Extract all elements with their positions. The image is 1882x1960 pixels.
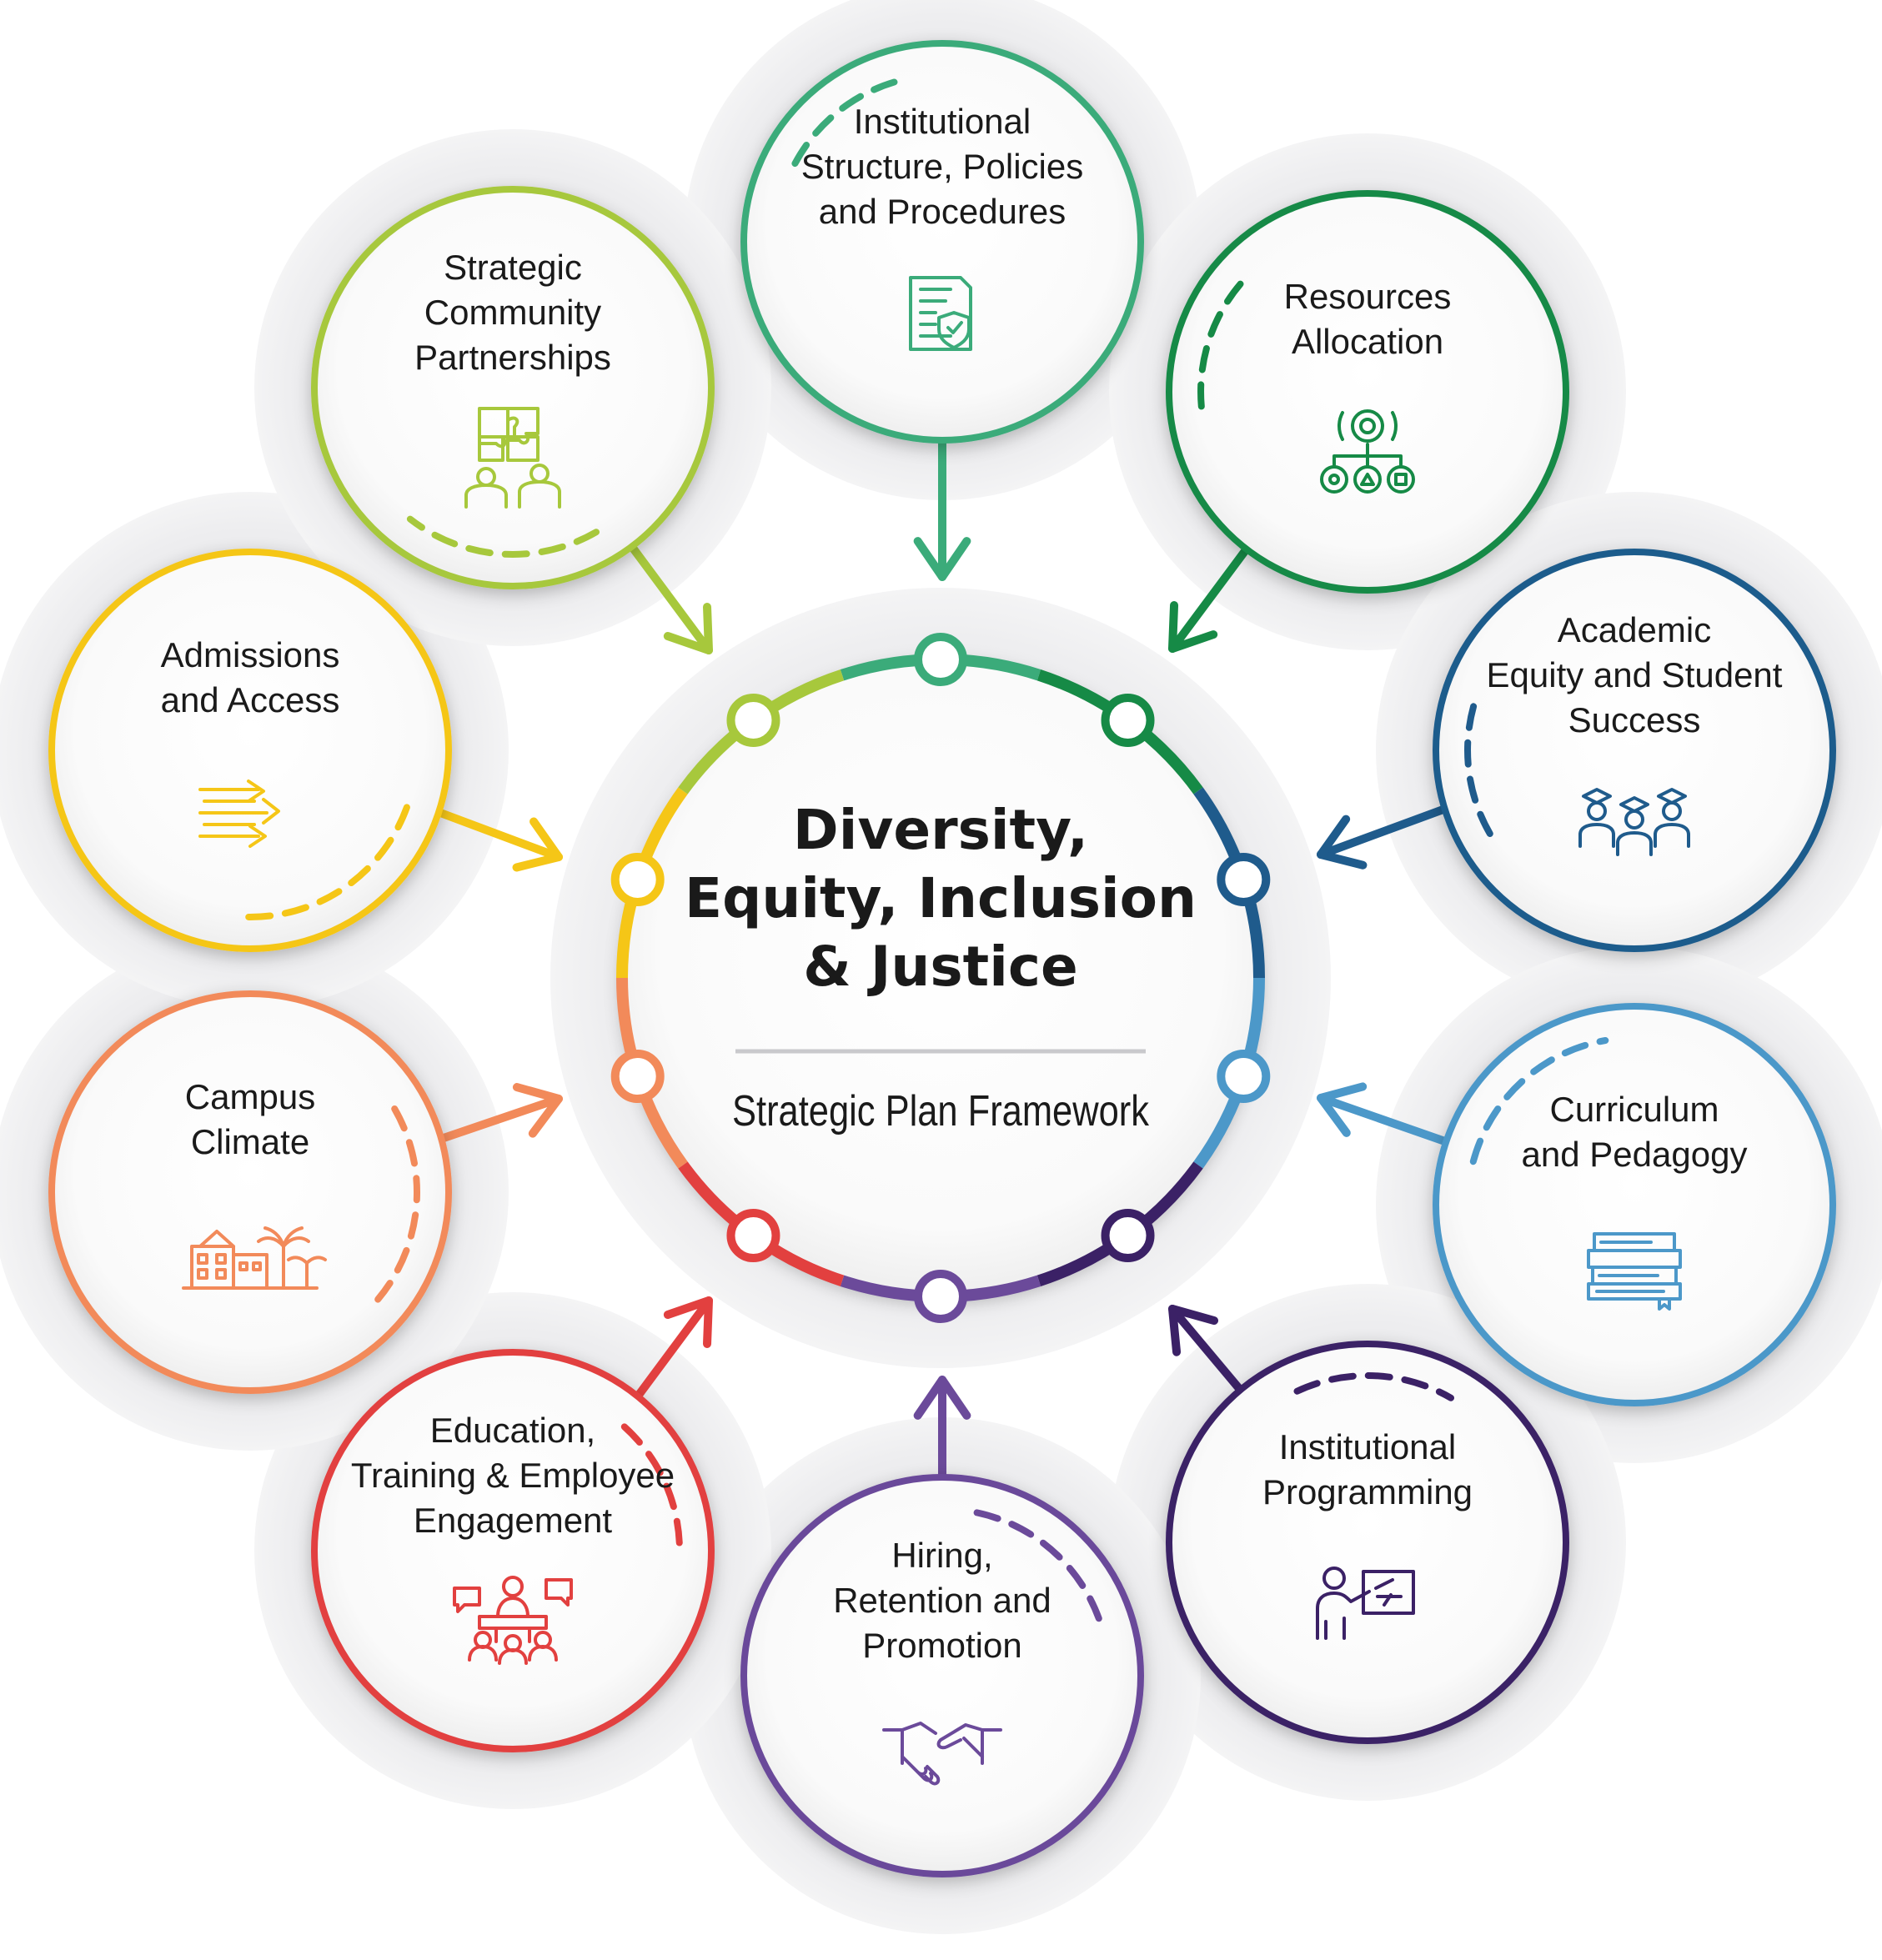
node-circle-academic-equity [1433, 549, 1836, 952]
node-dash-hiring-retention [973, 1509, 1102, 1622]
node-admissions-access: Admissions and Access [48, 549, 563, 952]
arrowhead-institutional-structure [913, 537, 971, 581]
graduates-icon [1578, 788, 1690, 856]
node-label-line-3: and Procedures [819, 192, 1066, 231]
arrowhead-hiring-retention [913, 1376, 971, 1420]
campus-building-icon [182, 1226, 327, 1290]
arrowhead-campus-climate [512, 1083, 563, 1138]
node-label-line-2: Structure, Policies [801, 147, 1083, 186]
node-label-line-2: Community [424, 293, 601, 332]
center-title-line-3: & Justice [803, 935, 1077, 999]
center-disc [620, 658, 1261, 1298]
node-circle-education-training [311, 1349, 715, 1752]
presenter-icon [1316, 1566, 1415, 1640]
handshake-icon [882, 1722, 1002, 1786]
books-icon [1587, 1232, 1682, 1311]
node-label-line-2: Allocation [1292, 322, 1443, 361]
node-label-line-2: Climate [191, 1122, 309, 1161]
node-circle-community-partnerships [311, 186, 715, 589]
center-dot-institutional-programming [1101, 1209, 1155, 1263]
node-label-line-2: Training & Employee [351, 1456, 675, 1495]
node-circle-curriculum-pedagogy [1433, 1003, 1836, 1406]
node-label-line-3: Promotion [862, 1626, 1021, 1665]
node-circle-admissions-access [48, 549, 452, 952]
node-label-line-2: Equity and Student [1487, 655, 1783, 694]
center-dot-education-training [726, 1209, 780, 1263]
center-dot-community-partnerships [726, 693, 780, 747]
node-circle-campus-climate [48, 990, 452, 1394]
node-label-line-3: Success [1568, 700, 1701, 739]
node-dash-community-partnerships [406, 515, 600, 558]
node-dash-education-training [620, 1423, 683, 1554]
arrowhead-admissions-access [512, 817, 563, 872]
center-connector-dots [610, 633, 1271, 1323]
gear-hierarchy-icon [1320, 409, 1415, 494]
node-circle-resources-allocation [1166, 190, 1569, 594]
node-dash-academic-equity [1464, 689, 1493, 837]
node-label-line-2: and Pedagogy [1522, 1135, 1748, 1174]
center-title-line-2: Equity, Inclusion [685, 866, 1197, 930]
node-label-line-1: Campus [185, 1077, 315, 1116]
node-circle-hiring-retention [740, 1474, 1144, 1877]
node-dash-resources-allocation [1197, 277, 1247, 410]
node-label-line-1: Academic [1558, 610, 1711, 649]
arrowhead-curriculum-pedagogy [1317, 1082, 1368, 1137]
center-dot-campus-climate [610, 1050, 665, 1104]
node-dash-admissions-access [232, 804, 410, 920]
meeting-icon [453, 1576, 573, 1665]
node-circle-institutional-structure [740, 40, 1144, 444]
node-label-line-2: and Access [161, 680, 340, 719]
document-shield-icon [909, 276, 972, 351]
node-label-line-1: Resources [1284, 277, 1452, 316]
center-title-line-1: Diversity, [793, 798, 1088, 862]
node-label-line-1: Institutional [854, 102, 1031, 141]
arrow-curriculum-pedagogy [1317, 1094, 1463, 1150]
center-subtitle: Strategic Plan Framework [732, 1087, 1150, 1135]
center-dot-institutional-structure [914, 633, 967, 686]
center-dot-academic-equity [1217, 852, 1271, 906]
arrows-right-icon [198, 779, 280, 848]
node-label-line-1: Admissions [161, 635, 340, 674]
node-curriculum-pedagogy: Curriculum and Pedagogy [1317, 1003, 1836, 1406]
center-dot-hiring-retention [914, 1270, 967, 1323]
arrowhead-academic-equity [1317, 815, 1368, 870]
node-label-line-3: Engagement [414, 1501, 613, 1540]
node-label-line-2: Programming [1262, 1472, 1473, 1511]
center-dot-resources-allocation [1101, 693, 1155, 747]
node-label-line-2: Retention and [833, 1581, 1051, 1620]
node-label-line-1: Hiring, [891, 1536, 992, 1575]
arrowhead-education-training [663, 1296, 713, 1348]
node-label-line-1: Curriculum [1549, 1090, 1719, 1129]
center-hub: Diversity, Equity, Inclusion & Justice S… [550, 588, 1331, 1368]
center-dot-curriculum-pedagogy [1217, 1050, 1271, 1104]
node-label-line-1: Institutional [1279, 1427, 1456, 1466]
node-label-line-1: Education, [430, 1411, 595, 1450]
puzzle-people-icon [464, 407, 561, 509]
node-dash-institutional-structure [791, 75, 911, 168]
node-dash-curriculum-pedagogy [1469, 1037, 1609, 1165]
center-dot-admissions-access [610, 852, 665, 906]
arrowhead-institutional-programming [1168, 1305, 1219, 1356]
node-dash-institutional-programming [1293, 1372, 1454, 1401]
node-circle-institutional-programming [1166, 1341, 1569, 1744]
node-label-line-1: Strategic [444, 248, 582, 287]
node-label-line-3: Partnerships [414, 338, 611, 377]
arrowhead-resources-allocation [1168, 601, 1218, 653]
arrowhead-community-partnerships [663, 603, 713, 654]
